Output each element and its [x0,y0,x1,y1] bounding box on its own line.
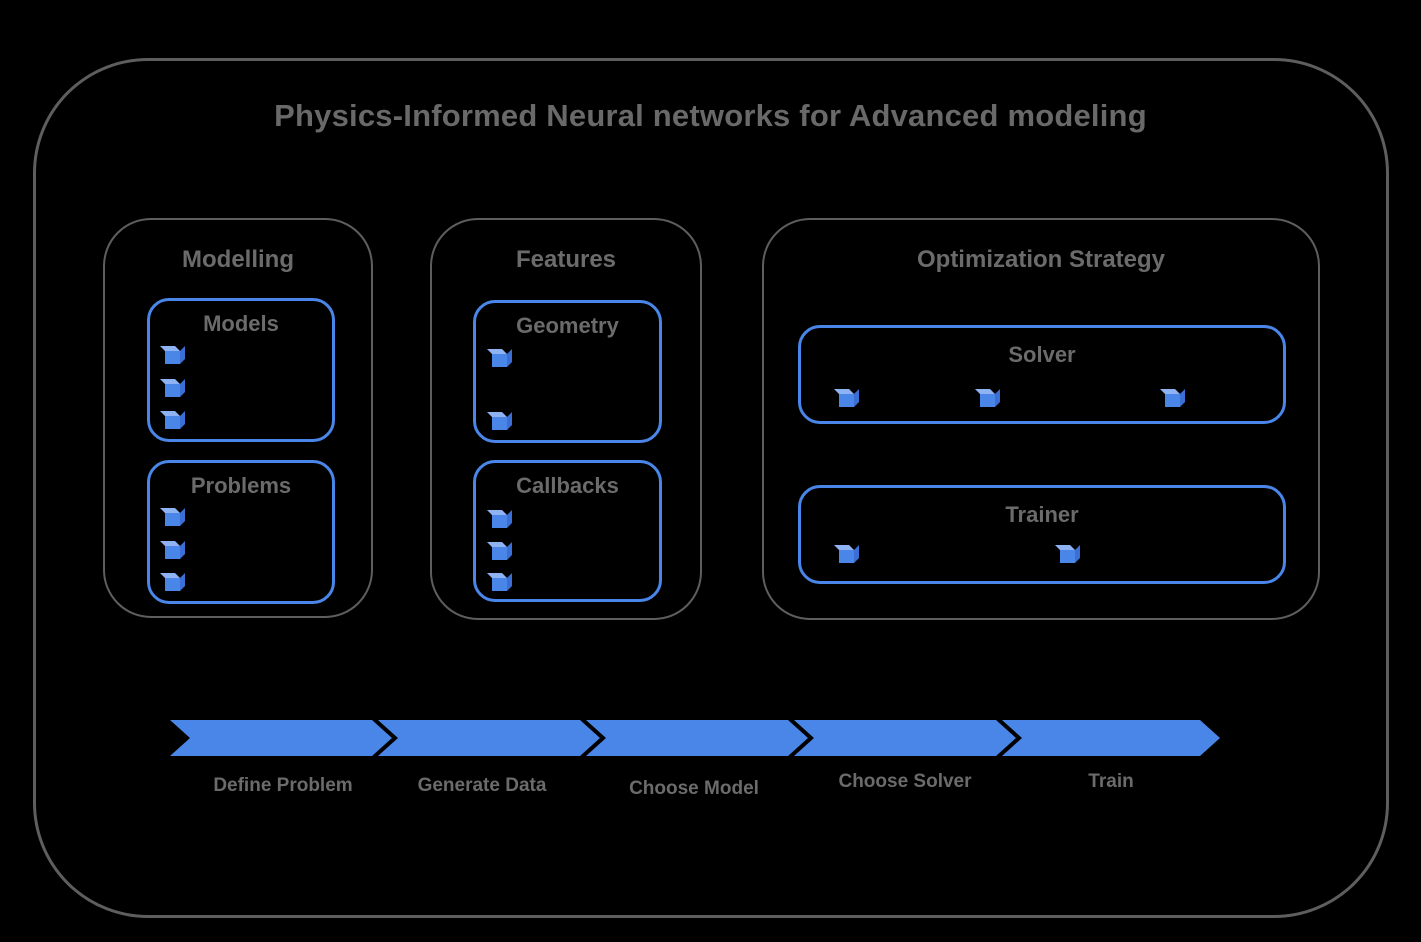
section-optimization-title: Optimization Strategy [916,246,1166,273]
cube-icon [165,546,180,559]
cube-icon [1165,394,1180,407]
cube-icon [165,351,180,364]
diagram-frame [33,58,1389,918]
cube-icon [980,394,995,407]
box-models-title: Models [203,311,279,336]
cube-icon [492,354,507,367]
box-geometry: Geometry [473,300,662,443]
flow-step-label: Choose Model [629,778,759,799]
flow-step-label: Choose Solver [838,771,972,792]
cube-icon [165,578,180,591]
chevron-arrow-generate-data [378,720,600,756]
box-solver-title: Solver [1008,342,1076,367]
box-geometry-title: Geometry [516,313,619,338]
box-models: Models [147,298,335,442]
box-callbacks: Callbacks [473,460,662,602]
section-features: Features Geometry Callbacks [430,218,702,620]
box-trainer: Trainer [798,485,1286,584]
cube-icon [492,578,507,591]
flow-step-label: Train [1088,771,1134,792]
cube-icon [1060,550,1075,563]
cube-icon [165,384,180,397]
section-features-title: Features [515,246,617,273]
cube-icon [839,394,854,407]
section-modelling-title: Modelling [182,246,294,273]
box-callbacks-title: Callbacks [516,473,619,498]
section-modelling: Modelling Models Problems [103,218,373,618]
cube-icon [165,416,180,429]
chevron-arrow-choose-solver [794,720,1016,756]
cube-icon [492,515,507,528]
chevron-arrow-train [1002,720,1220,756]
chevron-arrow-choose-model [586,720,808,756]
flow-step-label: Define Problem [213,775,353,796]
box-solver: Solver [798,325,1286,424]
cube-icon [492,417,507,430]
page-title: Physics-Informed Neural networks for Adv… [274,98,1147,133]
flow-step-label: Generate Data [417,775,547,796]
box-trainer-title: Trainer [1005,502,1079,527]
cube-icon [492,547,507,560]
chevron-arrow-define-problem [170,720,392,756]
box-problems-title: Problems [190,473,292,498]
section-optimization-strategy: Optimization Strategy Solver Trainer [762,218,1320,620]
box-problems: Problems [147,460,335,604]
cube-icon [839,550,854,563]
process-flow: Define Problem Generate Data Choose Mode… [170,720,1220,830]
cube-icon [165,513,180,526]
